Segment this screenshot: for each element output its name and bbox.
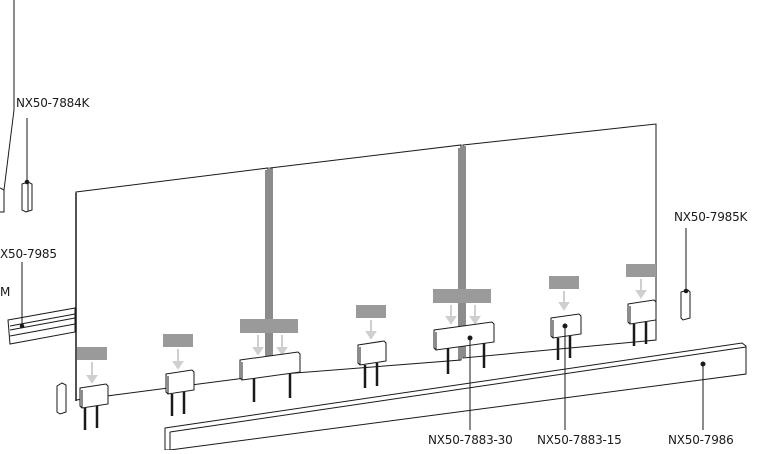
label-nx50-7883-15: NX50-7883-15 — [537, 433, 622, 447]
label-nx50-7883-30: NX50-7883-30 — [428, 433, 513, 447]
wall-rail-7985 — [7, 262, 76, 345]
label-nx50-7884k: NX50-7884K — [16, 96, 90, 110]
label-nx50-7985k: NX50-7985K — [674, 210, 748, 224]
left-edge-fragment — [0, 0, 15, 213]
label-edge-fragment: M — [0, 285, 11, 299]
end-cap-part-7985k — [680, 228, 691, 321]
callout-leaders — [467, 323, 706, 430]
adhesive-tapes — [77, 264, 656, 360]
left-small-block — [56, 382, 67, 415]
assembly-arrows — [86, 279, 647, 384]
panel-clamps — [79, 299, 657, 430]
glass-panels — [75, 123, 657, 401]
label-nx50-7985: X50-7985 — [0, 247, 57, 261]
end-cap-part-7884k — [21, 118, 33, 213]
label-nx50-7986: NX50-7986 — [668, 433, 734, 447]
